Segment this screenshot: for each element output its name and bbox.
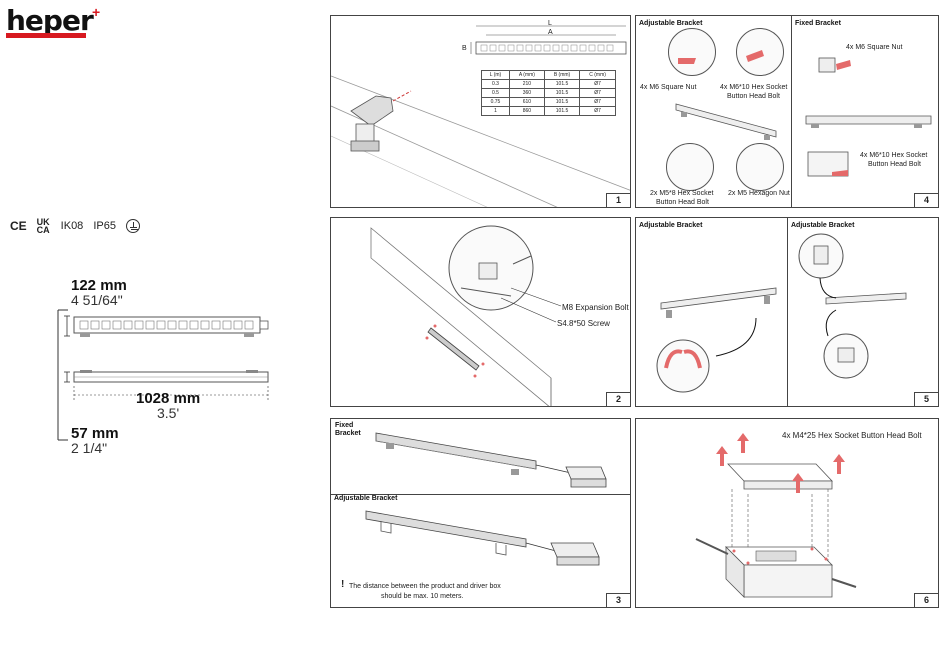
table-row: 0.5 360 101.5 Ø7: [481, 88, 616, 98]
step-panel-1: L A B L (m) A (mm) B (mm) C (mm) 0.3 210…: [330, 15, 631, 208]
brand-underline: [6, 33, 86, 38]
cell: 0.75: [481, 97, 510, 107]
dim-B: B: [462, 45, 467, 52]
step-number-5: 5: [914, 392, 938, 406]
cell: 210: [508, 79, 545, 89]
panel-divider: [791, 16, 792, 207]
fixed-bolt-label-b: Button Head Bolt: [868, 161, 921, 168]
cell: 860: [508, 106, 545, 116]
panel5-right-title: Adjustable Bracket: [791, 222, 855, 229]
cell: Ø7: [579, 88, 616, 98]
ce-mark: CE: [10, 219, 27, 233]
screw-label: S4.8*50 Screw: [557, 319, 610, 328]
panel3-fixed-title: Fixed Bracket: [335, 422, 361, 437]
fixture-side-view: [64, 370, 269, 400]
panel4-fixed-title: Fixed Bracket: [795, 20, 841, 27]
depth-inch: 2 1/4": [71, 440, 108, 456]
detail-circle: [668, 28, 716, 76]
fixed-bolt-label-a: 4x M6*10 Hex Socket: [860, 152, 928, 159]
ukca-top: UK: [36, 217, 50, 227]
brand-logo: heper +: [6, 4, 106, 44]
cell: 0.5: [481, 88, 510, 98]
length-feet: 3.5': [157, 405, 180, 421]
distance-note-1: The distance between the product and dri…: [349, 583, 501, 590]
panel3-adjustable-title: Adjustable Bracket: [334, 495, 398, 502]
step-panel-5: Adjustable Bracket Adjustable Bracket 5: [635, 217, 939, 407]
col-B: B (mm): [543, 70, 581, 80]
step-number-1: 1: [606, 193, 630, 207]
spec-table: L (m) A (mm) B (mm) C (mm) 0.3 210 101.5…: [481, 70, 616, 116]
box-assembly-illustration: [695, 433, 857, 598]
table-row: 1 860 101.5 Ø7: [481, 106, 616, 116]
cell: 101.5: [543, 79, 581, 89]
height-inch: 4 51/64": [71, 292, 123, 308]
fixture-top-view: [64, 315, 269, 337]
length-mm: 1028 mm: [136, 390, 201, 407]
bracket-illustrations: [675, 50, 932, 177]
cell: Ø7: [579, 106, 616, 116]
nut-label-2: 2x M5 Hexagon Nut: [728, 190, 790, 197]
cell: 610: [508, 97, 545, 107]
distance-note-2: should be max. 10 meters.: [381, 593, 464, 600]
bolt-label-1b: Button Head Bolt: [727, 93, 780, 100]
table-row: 0.3 210 101.5 Ø7: [481, 79, 616, 89]
bolt-label-2a: 2x M5*8 Hex Socket: [650, 190, 714, 197]
cell: 101.5: [543, 106, 581, 116]
col-C: C (mm): [579, 70, 616, 80]
panel-divider: [787, 218, 788, 406]
step-panel-3: Fixed Bracket Adjustable Bracket ! The d…: [330, 418, 631, 608]
cell: Ø7: [579, 97, 616, 107]
dim-L: L: [548, 20, 552, 27]
step-number-2: 2: [606, 392, 630, 406]
cell: 101.5: [543, 88, 581, 98]
ukca-mark: UK CA: [36, 217, 51, 235]
step-number-3: 3: [606, 593, 630, 607]
col-L: L (m): [481, 70, 510, 80]
fixed-nut-label: 4x M6 Square Nut: [846, 44, 903, 51]
driver-illustration: [365, 432, 607, 566]
cell: 0.3: [481, 79, 510, 89]
warning-mark: !: [341, 579, 345, 590]
depth-mm: 57 mm: [71, 425, 119, 442]
step-panel-4: Adjustable Bracket Fixed Bracket 4x M6 S…: [635, 15, 939, 208]
cell: 101.5: [543, 97, 581, 107]
step-number-6: 6: [914, 593, 938, 607]
ukca-bottom: CA: [36, 225, 50, 235]
height-mm: 122 mm: [71, 277, 127, 294]
panel4-adjustable-title: Adjustable Bracket: [639, 20, 703, 27]
cell: 360: [508, 88, 545, 98]
table-row: 0.75 610 101.5 Ø7: [481, 97, 616, 107]
bolt-label-2b: Button Head Bolt: [656, 199, 709, 206]
col-A: A (mm): [508, 70, 545, 80]
bolt-label-1a: 4x M6*10 Hex Socket: [720, 84, 788, 91]
wall-mount-illustration: [370, 225, 562, 406]
cell: 1: [481, 106, 510, 116]
ip-rating: IP65: [93, 220, 116, 232]
box-bolt-label: 4x M4*25 Hex Socket Button Head Bolt: [782, 431, 922, 440]
cell: Ø7: [579, 79, 616, 89]
step-number-4: 4: [914, 193, 938, 207]
certification-row: CE UK CA IK08 IP65: [10, 217, 140, 235]
panel-divider: [331, 494, 630, 495]
dim-A: A: [548, 29, 553, 36]
brand-name: heper: [6, 4, 94, 37]
table-header-row: L (m) A (mm) B (mm) C (mm): [481, 70, 616, 80]
step-panel-6: 4x M4*25 Hex Socket Button Head Bolt 6: [635, 418, 939, 608]
detail-circle: [666, 143, 714, 191]
dimension-drawing: [57, 309, 269, 441]
nut-label-1: 4x M6 Square Nut: [640, 84, 697, 91]
detail-circle: [736, 143, 784, 191]
panel5-left-title: Adjustable Bracket: [639, 222, 703, 229]
ground-symbol-icon: [125, 219, 140, 233]
adjust-illustration: [656, 233, 907, 393]
expansion-bolt-label: M8 Expansion Bolt: [562, 303, 629, 312]
step-panel-2: M8 Expansion Bolt S4.8*50 Screw 2: [330, 217, 631, 407]
brand-plus: +: [92, 4, 101, 20]
ik-rating: IK08: [60, 220, 84, 232]
drill-illustration: [331, 25, 630, 207]
